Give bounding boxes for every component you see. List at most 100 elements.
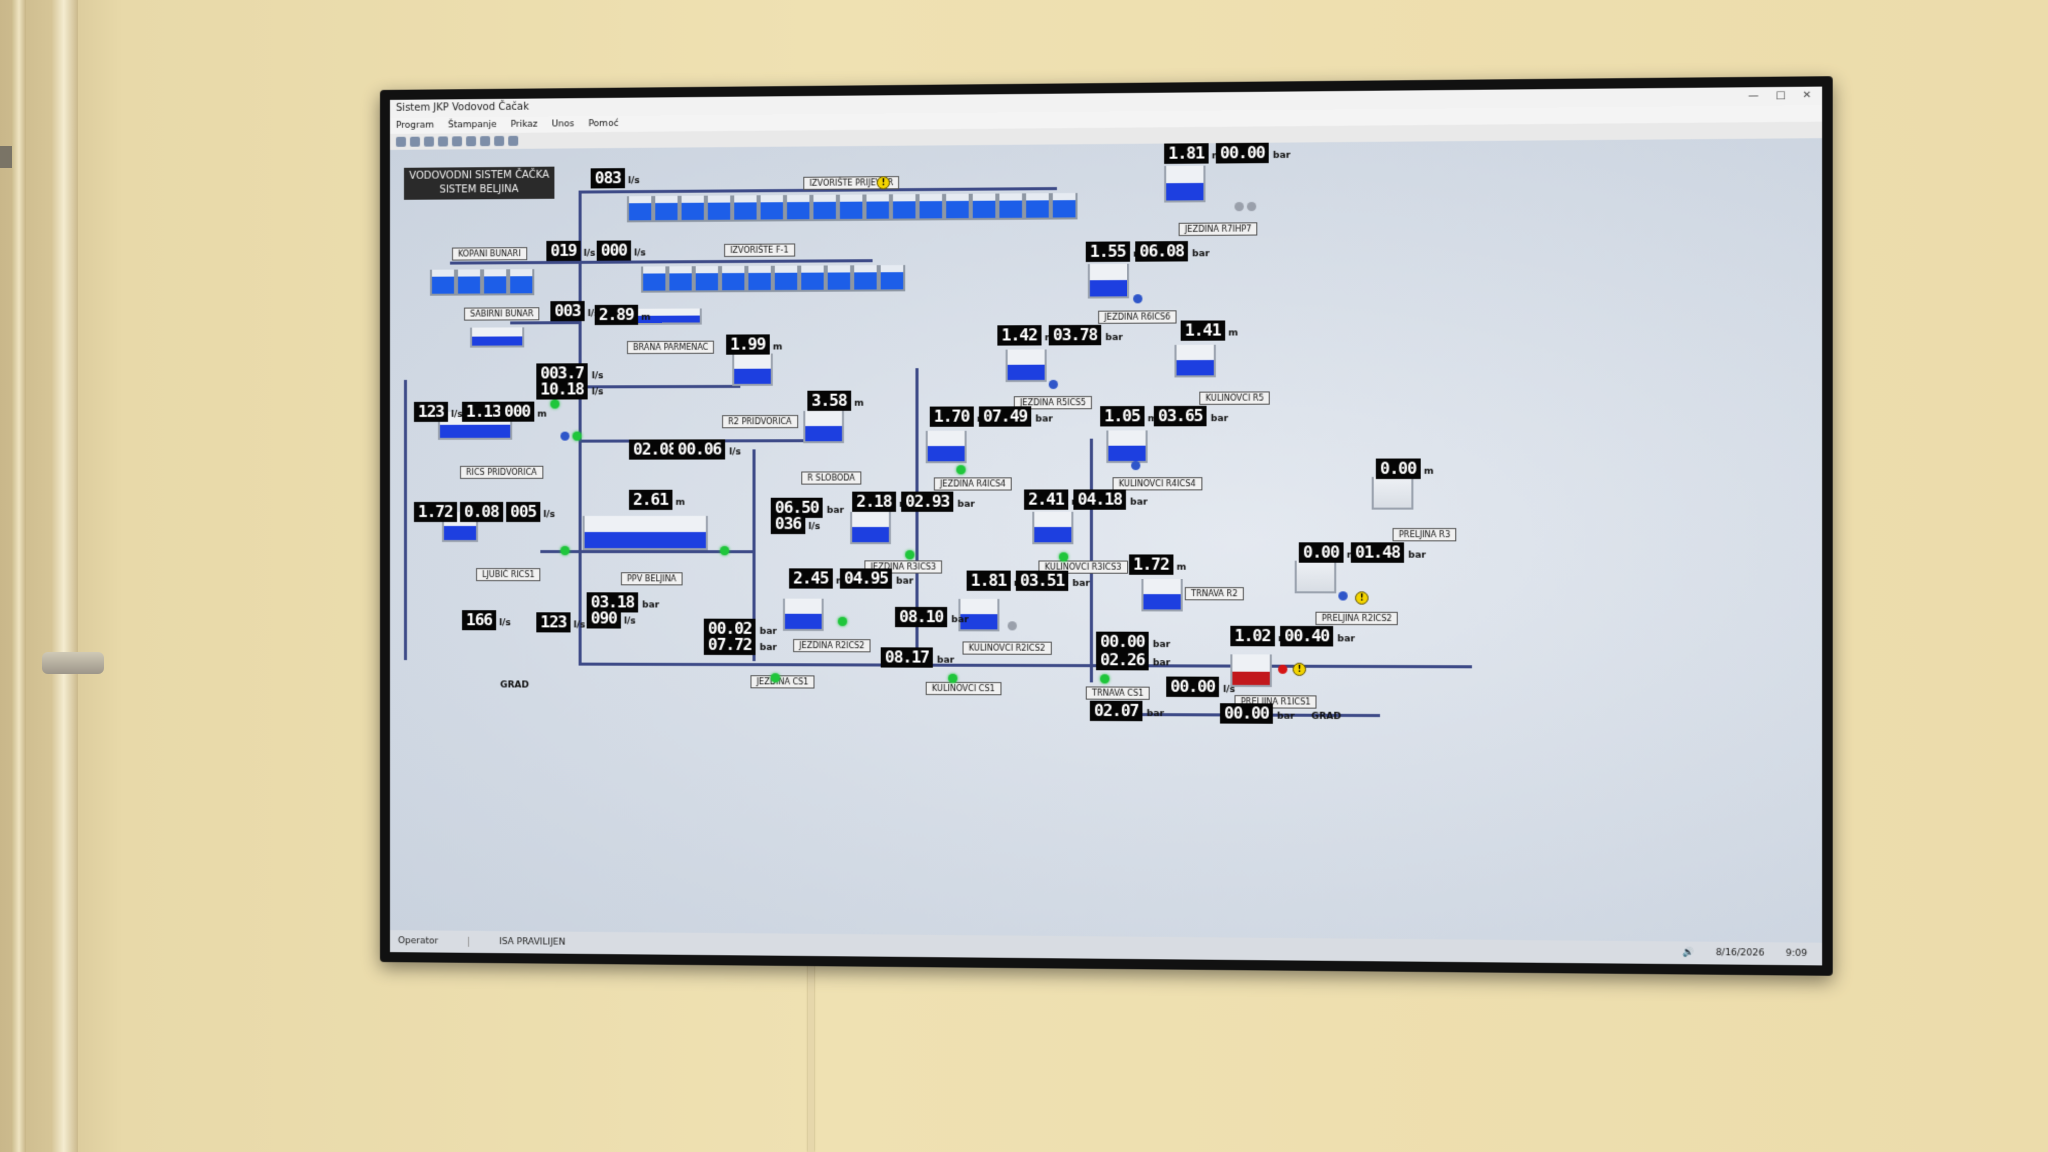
menu-stampanje[interactable]: Štampanje	[447, 119, 497, 131]
tank-preljina-r1	[1230, 654, 1272, 688]
scada-screen: Sistem JKP Vodovod Čačak — □ ✕ Program Š…	[389, 86, 1823, 966]
reading-unit: bar	[1152, 658, 1171, 669]
reading-unit: l/s	[808, 521, 821, 533]
reading-value: 0.00	[1375, 458, 1421, 479]
reading-unit: l/s	[543, 509, 556, 520]
pump-status-indicator	[770, 673, 780, 683]
menu-unos[interactable]: Unos	[551, 119, 575, 130]
reading-value: 2.18	[852, 491, 896, 512]
reading-unit: l/s	[627, 176, 640, 187]
report-icon[interactable]	[494, 135, 505, 147]
reading-value: 003	[550, 300, 585, 322]
pump-status-indicator	[572, 431, 582, 441]
well-cell	[811, 194, 838, 222]
reading-value: 036	[770, 513, 806, 535]
pump-fault-indicator	[1278, 664, 1288, 674]
reading-value: 123	[413, 401, 448, 422]
pump-status-indicator	[1234, 202, 1244, 212]
tank-jezdina-r3	[850, 511, 891, 545]
reading-unit: bar	[957, 499, 975, 510]
well-cell	[693, 266, 721, 293]
reading-value: 0.08	[460, 501, 503, 522]
reading-unit: bar	[1146, 709, 1165, 720]
tank-jezdina-r2	[782, 598, 824, 632]
tank-kulinovci-r3	[1032, 511, 1074, 545]
menu-pomoc[interactable]: Pomoć	[588, 118, 619, 130]
minimize-button[interactable]: —	[1748, 90, 1759, 102]
warning-icon: !	[1292, 662, 1307, 676]
reading-unit: bar	[1130, 497, 1148, 508]
reading-unit: m	[537, 409, 547, 420]
tank-jezdina-r5	[1005, 349, 1047, 383]
well-cell	[508, 269, 535, 296]
well-cell	[705, 195, 733, 222]
pump-status-indicator	[560, 546, 570, 556]
reading-value: 00.00	[1166, 676, 1220, 698]
back-icon[interactable]	[409, 136, 420, 147]
close-button[interactable]: ✕	[1802, 89, 1812, 102]
trend-icon[interactable]	[452, 136, 463, 147]
well-cell	[720, 265, 747, 293]
up-icon[interactable]	[423, 136, 434, 147]
warning-icon: !	[1355, 591, 1369, 605]
reading-value: 1.81	[966, 570, 1011, 591]
reading-value: 3.58	[807, 390, 851, 411]
reading-value: 03.65	[1153, 405, 1207, 427]
volume-icon[interactable]: 🔊	[1682, 947, 1695, 959]
well-cell	[878, 265, 906, 292]
print-icon[interactable]	[395, 136, 406, 147]
reading-value: 019	[546, 240, 581, 262]
reading-value: 02.93	[901, 491, 954, 512]
reading-value: 123	[536, 612, 571, 633]
reading-value: 1.81	[1164, 143, 1209, 164]
tank-kulinovci-r5	[1174, 344, 1216, 378]
label-kulinovci-r5: KULINOVCI R5	[1199, 391, 1271, 405]
reading-value: 00.40	[1280, 625, 1334, 647]
reading-unit: m	[641, 312, 651, 323]
well-cell	[1050, 193, 1078, 220]
reading-unit: bar	[759, 626, 777, 637]
system-title-line1: VODOVODNI SISTEM ČAČKA	[409, 169, 550, 182]
label-r2-pridvorica: R2 PRIDVORICA	[722, 414, 798, 429]
reading-unit: bar	[896, 576, 914, 587]
reading-value: 02.26	[1096, 649, 1149, 671]
menu-program[interactable]: Program	[395, 120, 434, 131]
tank-ppv-beljina	[582, 515, 708, 551]
pump-status-indicator	[956, 465, 966, 475]
well-cell	[917, 193, 945, 221]
reading-unit: bar	[1277, 711, 1295, 722]
well-cell	[653, 195, 680, 223]
reading-value: 005	[506, 501, 541, 522]
reading-unit: bar	[951, 615, 969, 626]
menu-prikaz[interactable]: Prikaz	[510, 119, 538, 130]
reading-unit: l/s	[583, 248, 596, 259]
reading-value: 00.00	[1219, 703, 1274, 724]
reading-unit: bar	[936, 655, 955, 666]
table-icon[interactable]	[508, 135, 519, 146]
label-kopani-bunari: KOPANI BUNARI	[452, 247, 527, 261]
reading-value: 166	[462, 610, 497, 631]
reading-unit: m	[1423, 466, 1434, 477]
reading-value: 1.41	[1180, 320, 1225, 341]
reading-value: 08.10	[895, 606, 948, 628]
tank-preljina-r3	[1371, 476, 1414, 510]
label-jezdina-cs1: JEZDINA CS1	[750, 675, 815, 689]
reading-unit: bar	[1408, 550, 1426, 561]
reading-value: 01.48	[1350, 542, 1405, 563]
pump-status-indicator	[1338, 591, 1348, 601]
reading-value: 10.18	[536, 379, 588, 400]
wall-pipe-left	[12, 0, 26, 1152]
reading-value: 06.08	[1135, 241, 1189, 262]
reading-unit: bar	[1152, 639, 1171, 651]
settings-icon[interactable]	[480, 136, 491, 147]
reading-unit: m	[1176, 562, 1187, 573]
tank-sabirni	[470, 327, 525, 348]
reading-unit: bar	[759, 642, 777, 654]
reading-unit: bar	[642, 600, 660, 611]
maximize-button[interactable]: □	[1775, 90, 1786, 102]
save-icon[interactable]	[466, 136, 477, 147]
pipe-bottom	[578, 662, 1472, 669]
well-cell	[890, 194, 918, 221]
status-time: 9:09	[1785, 948, 1808, 960]
chart-icon[interactable]	[437, 136, 449, 147]
